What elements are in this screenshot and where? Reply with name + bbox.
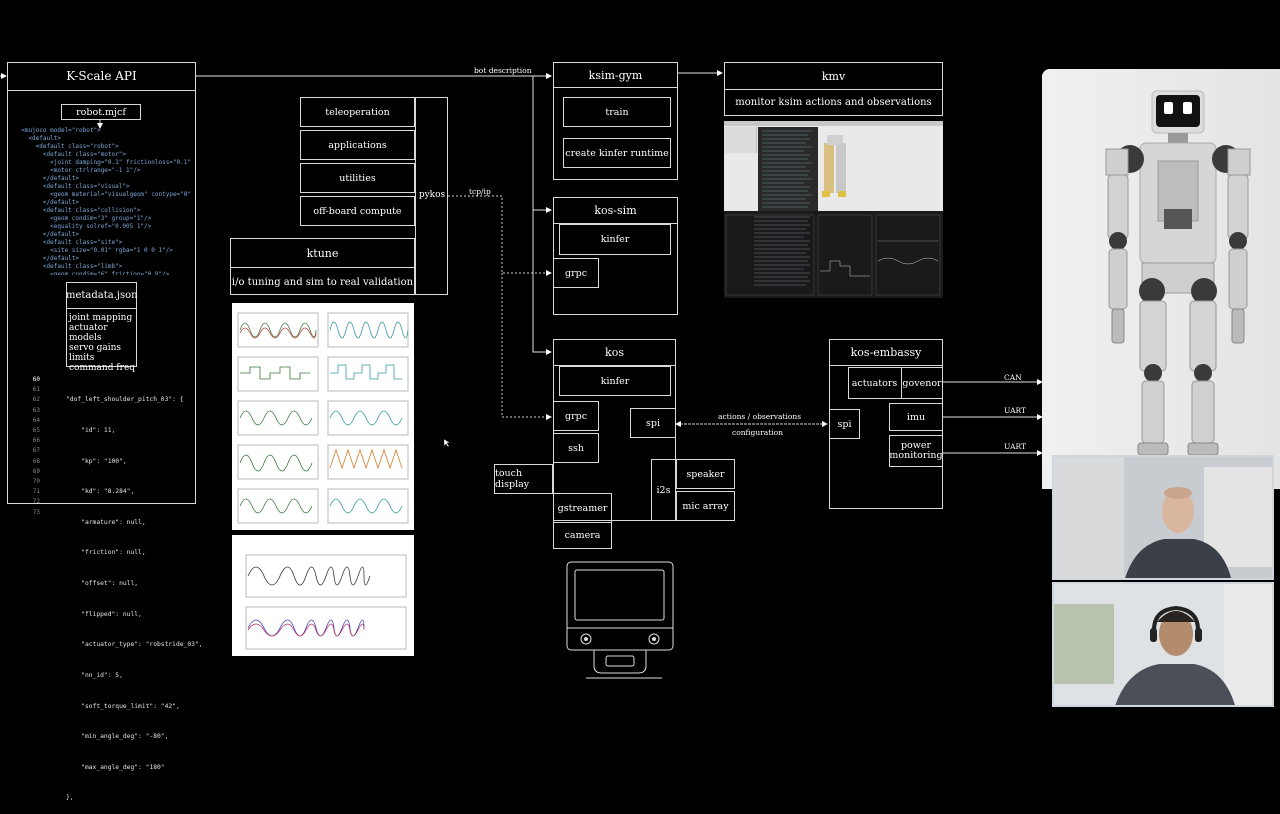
tuning-plots-svg (237, 312, 409, 524)
embassy-actuators[interactable]: actuators (851, 377, 898, 389)
metadata-item: joint mapping (69, 313, 133, 323)
kos-camera[interactable]: camera (553, 522, 612, 549)
video-feed-speaker-1 (1052, 455, 1274, 580)
ktune-box (230, 238, 415, 295)
video-feed-speaker-2 (1052, 582, 1274, 707)
kos-embassy-title: kos-embassy (850, 346, 922, 359)
validation-plots-svg (245, 554, 407, 650)
cursor-icon (443, 438, 451, 448)
kos-sim-box (553, 197, 678, 315)
embassy-spi[interactable]: spi (829, 409, 860, 439)
uart-label-1: UART (1004, 406, 1027, 415)
bot-description-label: bot description (474, 66, 532, 75)
app-applications[interactable]: applications (300, 130, 415, 160)
ksim-gym-box (553, 62, 678, 180)
app-utilities[interactable]: utilities (300, 163, 415, 193)
kscale-api-header (7, 62, 196, 91)
kos-ssh[interactable]: ssh (553, 433, 599, 463)
metadata-json-title[interactable]: metadata.json (66, 290, 138, 301)
kos-sim-grpc[interactable]: grpc (553, 258, 599, 288)
metadata-json-box (66, 282, 137, 367)
mjcf-code-preview: <mujoco model="robot"> <default> <defaul… (21, 127, 190, 275)
ksim-gym-divider (553, 87, 678, 88)
tcpip-label: tcp/ip (469, 187, 491, 196)
metadata-item: actuator models (69, 323, 108, 343)
kos-divider (553, 365, 676, 366)
kmv-divider (724, 89, 943, 90)
can-label: CAN (1004, 373, 1022, 382)
kmv-screenshot (724, 121, 943, 298)
actions-observations-label: actions / observations (718, 412, 802, 421)
metadata-list: joint mapping actuator models servo gain… (69, 313, 139, 373)
display-device-icon (566, 561, 674, 679)
kmv-title: kmv (821, 70, 846, 83)
metadata-item: servo gains (69, 343, 122, 353)
ksim-train[interactable]: train (563, 97, 671, 127)
robot-render-image (1042, 69, 1280, 489)
apps-group (415, 97, 448, 295)
metadata-item: command freq (69, 363, 136, 373)
metadata-item: limits (69, 353, 95, 363)
pykos-label: pykos (418, 190, 446, 200)
metadata-json-code: "dof_left_shoulder_pitch_03": { "id": 11… (66, 396, 203, 802)
metadata-divider (66, 308, 137, 309)
kos-title: kos (605, 346, 624, 359)
app-off-board-compute[interactable]: off-board compute (300, 196, 415, 226)
kscale-api-title: K-Scale API (66, 69, 137, 83)
ksim-gym-title: ksim-gym (588, 69, 643, 82)
kos-i2s[interactable]: i2s (651, 459, 676, 521)
robot-mjcf-file[interactable]: robot.mjcf (61, 104, 141, 120)
ktune-title: ktune (306, 247, 339, 260)
ktune-subtitle: i/o tuning and sim to real validation (231, 277, 414, 288)
kos-speaker[interactable]: speaker (676, 459, 735, 489)
kos-sim-kinfer[interactable]: kinfer (559, 224, 671, 255)
kos-sim-divider (553, 223, 678, 224)
validation-plots-image (232, 535, 414, 656)
embassy-power-monitoring[interactable]: power monitoring (889, 435, 943, 467)
tuning-plots-image (232, 303, 414, 530)
kos-spi[interactable]: spi (630, 408, 676, 438)
kos-grpc[interactable]: grpc (553, 401, 599, 431)
kos-mic-array[interactable]: mic array (676, 491, 735, 521)
kos-gstreamer[interactable]: gstreamer (553, 493, 612, 523)
embassy-governor[interactable]: govenor (901, 367, 943, 399)
app-teleoperation[interactable]: teleoperation (300, 97, 415, 127)
code-line-numbers: 60 61 62 63 64 65 66 67 68 69 70 71 72 7… (32, 376, 40, 516)
connector-lines (0, 70, 1043, 456)
ksim-create-kinfer[interactable]: create kinfer runtime (563, 138, 671, 168)
kmv-subtitle: monitor ksim actions and observations (735, 97, 932, 108)
kos-embassy-divider (829, 365, 943, 366)
kos-sim-title: kos-sim (594, 204, 637, 217)
configuration-label: configuration (732, 428, 783, 437)
ktune-divider (230, 267, 415, 268)
kos-kinfer[interactable]: kinfer (559, 366, 671, 396)
uart-label-2: UART (1004, 442, 1027, 451)
embassy-imu[interactable]: imu (889, 403, 943, 431)
kos-touch-display[interactable]: touch display (494, 464, 553, 494)
